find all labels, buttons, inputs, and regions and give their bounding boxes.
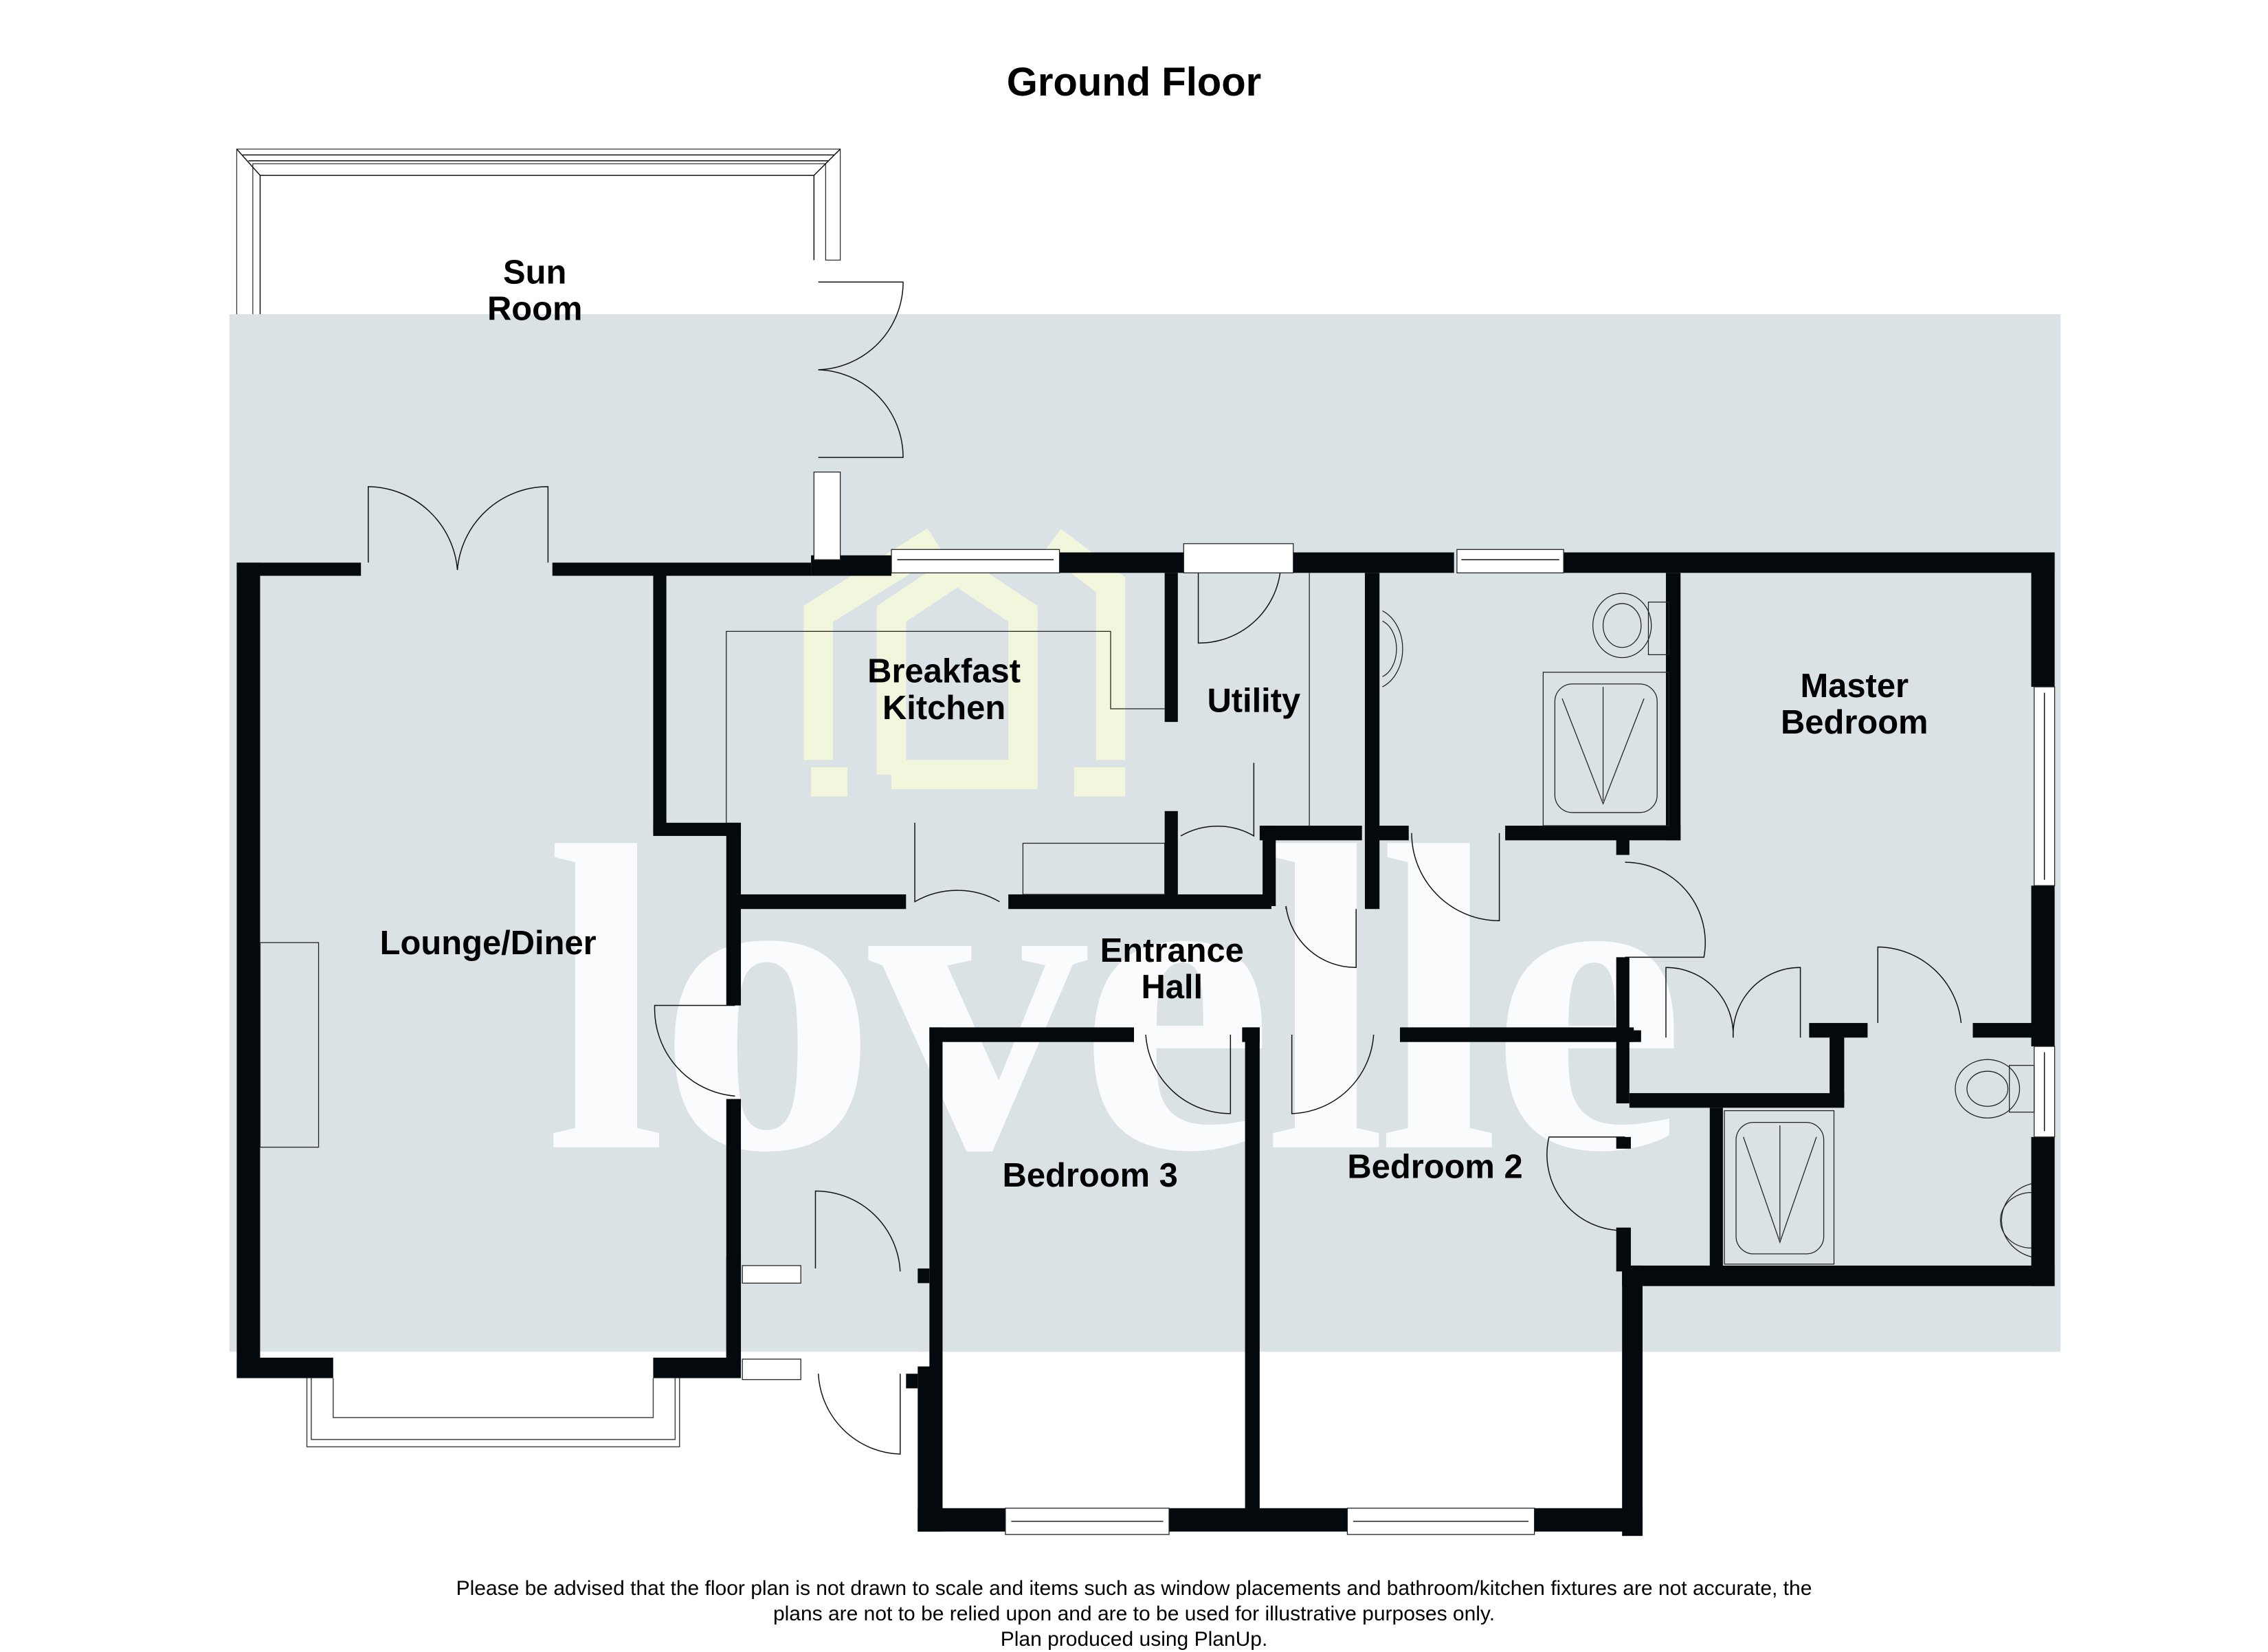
floor-title: Ground Floor	[1006, 60, 1262, 104]
room-labels: Sun Room Breakfast Kitchen Utility Maste…	[380, 254, 1928, 1194]
disclaimer-line-2: plans are not to be relied upon and are …	[772, 1603, 1496, 1625]
bedroom-2-label: Bedroom 2	[1347, 1148, 1522, 1185]
sun-room-label-2: Room	[487, 291, 582, 328]
breakfast-kitchen-label: Breakfast	[867, 653, 1021, 690]
walls	[236, 552, 2055, 1537]
entrance-hall-label: Entrance	[1100, 932, 1244, 969]
doors	[368, 281, 1962, 1455]
sun-room-label: Sun	[503, 254, 566, 291]
room-fills	[258, 1352, 921, 1367]
master-bedroom-label: Master	[1800, 668, 1909, 705]
disclaimer-line-3: Plan produced using PlanUp.	[1000, 1628, 1268, 1651]
lounge-diner-label: Lounge/Diner	[380, 925, 597, 962]
utility-label: Utility	[1207, 682, 1300, 719]
breakfast-kitchen-label-2: Kitchen	[882, 690, 1005, 727]
windows	[306, 471, 2056, 1535]
bedroom-3-label: Bedroom 3	[1003, 1157, 1178, 1194]
disclaimer-line-1: Please be advised that the floor plan is…	[456, 1577, 1812, 1600]
disclaimer: Please be advised that the floor plan is…	[0, 1576, 2268, 1652]
master-bedroom-label-2: Bedroom	[1781, 704, 1928, 741]
fixtures	[259, 573, 2035, 1265]
entrance-hall-label-2: Hall	[1141, 969, 1203, 1006]
